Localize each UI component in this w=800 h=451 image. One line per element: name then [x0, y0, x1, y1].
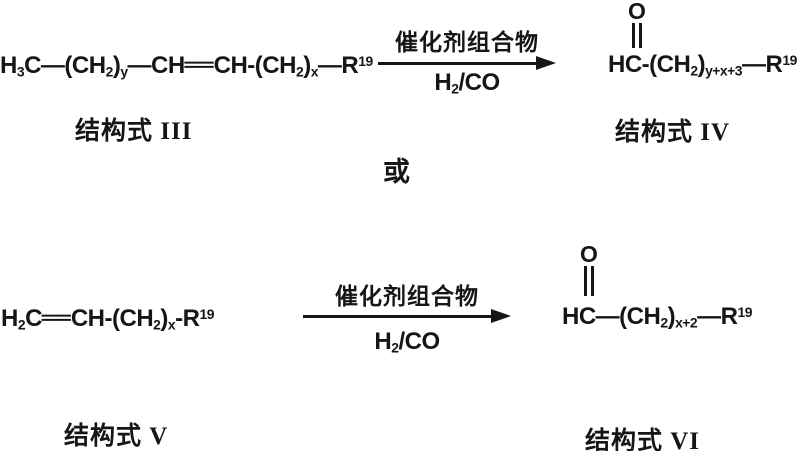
- formula-v-structure: H2C══CH-(CH2)x-R19: [1, 304, 214, 333]
- double-bond-icon: [584, 266, 594, 297]
- arrow-shaft: [378, 62, 544, 65]
- formula-iv-structure: HC-(CH2)y+x+3—R19: [608, 51, 797, 79]
- oxygen-atom: O: [628, 0, 646, 24]
- catalyst-composition-label-2: 催化剂组合物: [335, 284, 479, 309]
- formula-vi-structure: HC—(CH2)x+2—R19: [562, 303, 752, 331]
- label-formula-v: 结构式 V: [64, 423, 169, 450]
- or-label: 或: [383, 157, 411, 187]
- label-formula-iv: 结构式 IV: [615, 119, 731, 146]
- carbonyl-group-iv: O: [627, 0, 647, 49]
- arrowhead-icon: [491, 309, 511, 323]
- oxygen-atom: O: [580, 241, 598, 267]
- syngas-label-2: H2/CO: [374, 328, 440, 356]
- reaction-arrow-2: [303, 308, 511, 324]
- label-formula-vi: 结构式 VI: [585, 428, 701, 451]
- syngas-label-1: H2/CO: [434, 69, 500, 97]
- reaction-arrow-1: [378, 55, 556, 71]
- label-formula-iii: 结构式 III: [75, 118, 193, 145]
- arrowhead-icon: [536, 56, 556, 70]
- double-bond-icon: [632, 23, 642, 49]
- carbonyl-group-vi: O: [579, 241, 599, 297]
- formula-iii-structure: H3C—(CH2)y—CH══CH-(CH2)x—R19: [0, 51, 373, 80]
- arrow-shaft: [303, 315, 499, 318]
- catalyst-composition-label-1: 催化剂组合物: [395, 30, 539, 55]
